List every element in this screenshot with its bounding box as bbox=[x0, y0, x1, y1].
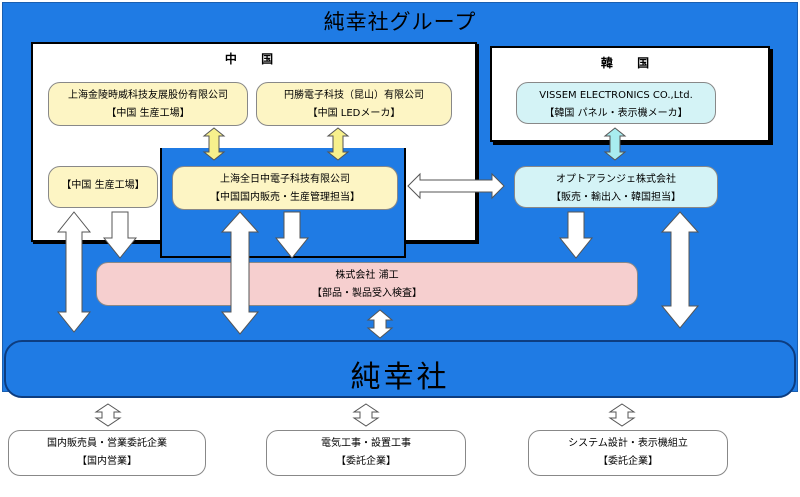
leftright-arrow-icon bbox=[407, 172, 505, 200]
china-company-3-name: 上海全日中電子科技有限公司 bbox=[220, 174, 350, 185]
down-arrow-icon bbox=[102, 211, 138, 259]
updown-arrow-icon bbox=[366, 309, 394, 339]
china-company-3[interactable]: 上海全日中電子科技有限公司 【中国国内販売・生産管理担当】 bbox=[172, 166, 398, 210]
china-company-1-role: 【中国 生産工場】 bbox=[106, 108, 190, 119]
china-company-1[interactable]: 上海金陵時威科技友展股份有限公司 【中国 生産工場】 bbox=[48, 82, 248, 126]
korea-company-2[interactable]: オプトアランジェ株式会社 【販売・輸出入・韓国担当】 bbox=[514, 166, 718, 208]
updown-arrow-icon bbox=[56, 211, 92, 333]
korea-company-1-role: 【韓国 パネル・表示機メーカ】 bbox=[544, 108, 688, 119]
inspection-company-role: 【部品・製品受入検査】 bbox=[312, 288, 422, 299]
inspection-company[interactable]: 株式会社 浦工 【部品・製品受入検査】 bbox=[96, 262, 638, 306]
china-factory[interactable]: 【中国 生産工場】 bbox=[48, 166, 158, 208]
partner-electrical-name: 電気工事・設置工事 bbox=[321, 438, 411, 449]
korea-company-2-name: オプトアランジェ株式会社 bbox=[556, 174, 676, 185]
partner-sales[interactable]: 国内販売員・営業委託企業 【国内営業】 bbox=[8, 430, 206, 476]
updown-arrow-icon bbox=[220, 211, 260, 335]
group-title: 純幸社グループ bbox=[323, 10, 477, 34]
korea-company-1-name: VISSEM ELECTRONICS CO.,Ltd. bbox=[539, 90, 693, 101]
updown-arrow-icon bbox=[660, 211, 700, 329]
partner-system[interactable]: システム設計・表示機組立 【委託企業】 bbox=[528, 430, 728, 476]
partner-system-name: システム設計・表示機組立 bbox=[568, 438, 688, 449]
updown-arrow-icon bbox=[326, 127, 350, 161]
updown-arrow-icon bbox=[202, 127, 226, 161]
main-company-title: 純幸社 bbox=[350, 360, 450, 395]
china-company-3-role: 【中国国内販売・生産管理担当】 bbox=[210, 192, 360, 203]
korea-company-2-role: 【販売・輸出入・韓国担当】 bbox=[551, 192, 681, 203]
down-arrow-icon bbox=[558, 211, 594, 259]
partner-sales-role: 【国内営業】 bbox=[77, 456, 137, 467]
china-region-label: 中 国 bbox=[224, 52, 284, 66]
china-company-2-name: 円勝電子科技（昆山）有限公司 bbox=[284, 90, 424, 101]
china-company-1-name: 上海金陵時威科技友展股份有限公司 bbox=[68, 90, 228, 101]
korea-company-1[interactable]: VISSEM ELECTRONICS CO.,Ltd. 【韓国 パネル・表示機メ… bbox=[516, 82, 716, 124]
inspection-company-name: 株式会社 浦工 bbox=[335, 270, 399, 281]
updown-arrow-icon bbox=[94, 403, 122, 427]
korea-region-label: 韓 国 bbox=[600, 56, 660, 70]
updown-arrow-icon bbox=[603, 127, 627, 161]
partner-electrical[interactable]: 電気工事・設置工事 【委託企業】 bbox=[266, 430, 466, 476]
china-factory-role: 【中国 生産工場】 bbox=[61, 180, 145, 191]
partner-electrical-role: 【委託企業】 bbox=[336, 456, 396, 467]
updown-arrow-icon bbox=[352, 403, 380, 427]
china-company-2-role: 【中国 LEDメーカ】 bbox=[307, 108, 401, 119]
updown-arrow-icon bbox=[608, 403, 636, 427]
partner-sales-name: 国内販売員・営業委託企業 bbox=[47, 438, 167, 449]
partner-system-role: 【委託企業】 bbox=[598, 456, 658, 467]
main-company-bar bbox=[4, 340, 796, 398]
down-arrow-icon bbox=[274, 211, 310, 259]
china-company-2[interactable]: 円勝電子科技（昆山）有限公司 【中国 LEDメーカ】 bbox=[256, 82, 452, 126]
